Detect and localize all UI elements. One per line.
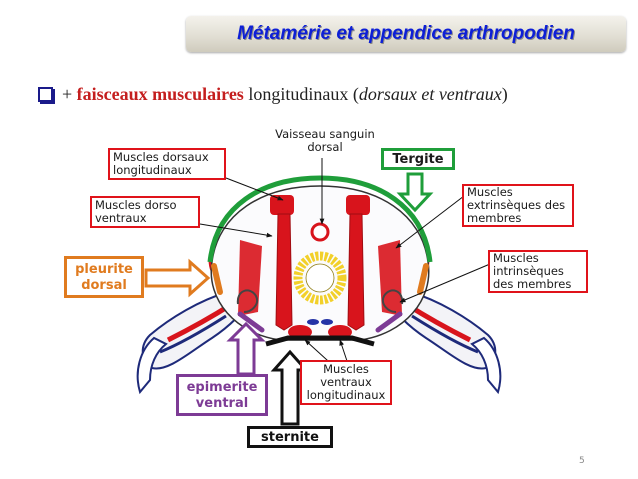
label-muscles-dorso-ventraux: Muscles dorso ventraux [90,196,200,228]
bullet-line: + faisceaux musculaires longitudinaux (d… [38,84,508,105]
label-muscles-intrinseques-text: Muscles intrinsèques des membres [488,250,588,293]
slide-title: Métamérie et appendice arthropodien [237,23,575,44]
extrinsic-muscle-left [238,240,262,316]
bullet-middle: longitudinaux ( [248,84,359,104]
bullet-keyword: faisceaux musculaires [76,84,244,104]
page-number: 5 [579,456,585,466]
dorsal-muscle-left [270,195,294,215]
epimerite-right [375,311,403,333]
slide-title-bar: Métamérie et appendice arthropodien [186,16,626,52]
bullet-suffix: ) [501,84,508,104]
label-muscles-extrinseques: Muscles extrinsèques des membres [462,184,574,227]
dorso-ventral-muscle-right [347,213,365,331]
right-limb [386,244,502,395]
checkbox-bullet-icon [38,87,53,102]
bullet-prefix: + [62,84,73,104]
label-tergite: Tergite [381,148,455,170]
coxa-ring-left [236,289,258,313]
sternite-plate [265,335,375,347]
sternite-arrow [270,349,310,426]
tergite-arrow [396,172,434,213]
bullet-italic: dorsaux et ventraux [358,84,502,104]
dorsal-muscle-right [346,195,370,215]
gut-ring [293,251,347,305]
epimerite-left [237,311,265,333]
label-muscles-extrinseques-text: Muscles extrinsèques des membres [462,184,574,227]
label-pleurite-dorsal: pleurite dorsal [64,256,144,298]
dorsal-vessel [310,222,330,242]
label-muscles-intrinseques: Muscles intrinsèques des membres [488,250,588,293]
nerve-cord-right [321,319,333,325]
label-muscles-dorsaux-longitudinaux: Muscles dorsaux longitudinaux [108,148,226,180]
tergite-arc [207,175,433,263]
label-epimerite-ventral: epimerite ventral [176,374,268,416]
coxa-ring-right [382,289,404,313]
pleurite-left [211,263,223,295]
pleurite-arrow [144,258,211,298]
label-sternite: sternite [247,426,333,448]
label-muscles-ventraux-longitudinaux: Muscles ventraux longitudinaux [300,360,392,405]
nerve-cord-left [307,319,319,325]
dorso-ventral-muscle-left [275,213,293,331]
extrinsic-muscle-right [378,240,402,316]
epimerite-arrow [226,321,266,376]
label-vaisseau-sanguin-dorsal: Vaisseau sanguin dorsal [275,127,375,154]
pleurite-right [417,263,429,295]
